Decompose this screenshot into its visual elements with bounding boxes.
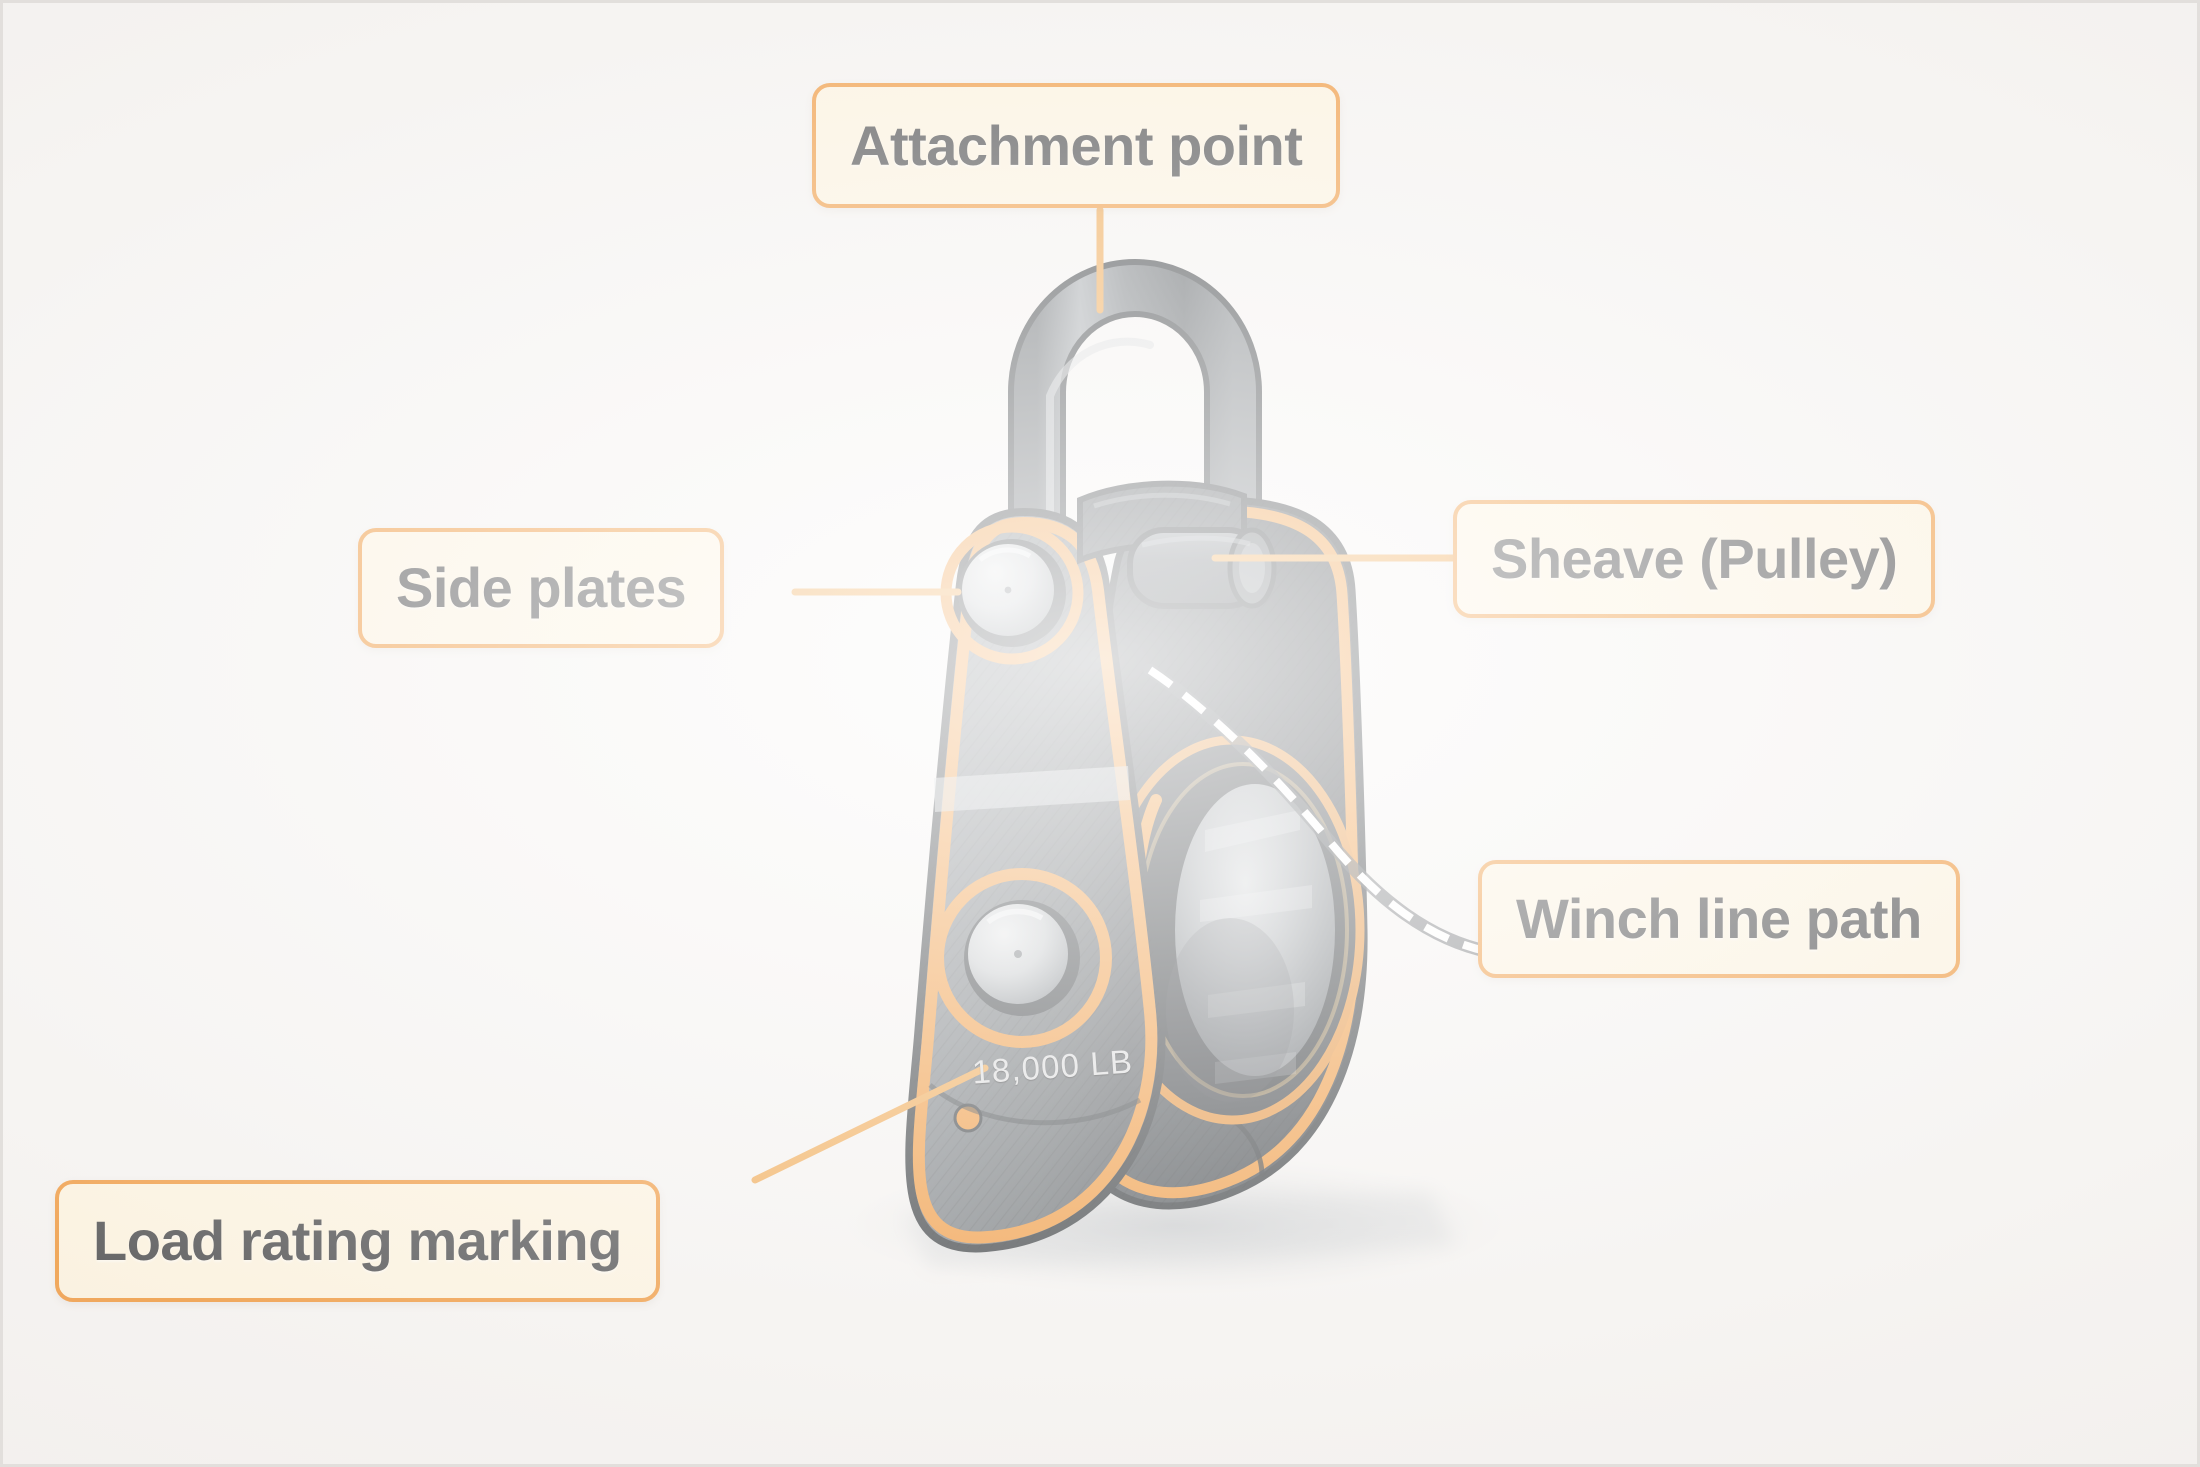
callout-winch-line-path-label: Winch line path [1516,887,1922,950]
callout-load-rating-marking-label: Load rating marking [93,1209,622,1272]
callout-load-rating-marking[interactable]: Load rating marking [55,1180,660,1302]
callout-attachment-point[interactable]: Attachment point [812,83,1341,208]
upper-bolt [940,521,1084,665]
callout-attachment-point-label: Attachment point [850,113,1303,177]
callout-sheave-pulley[interactable]: Sheave (Pulley) [1453,500,1936,618]
callout-side-plates-label: Side plates [396,556,687,619]
callout-winch-line-path[interactable]: Winch line path [1478,860,1960,978]
callout-sheave-pulley-label: Sheave (Pulley) [1491,527,1898,590]
callout-side-plates[interactable]: Side plates [358,528,725,648]
axle-pin [1127,527,1277,609]
